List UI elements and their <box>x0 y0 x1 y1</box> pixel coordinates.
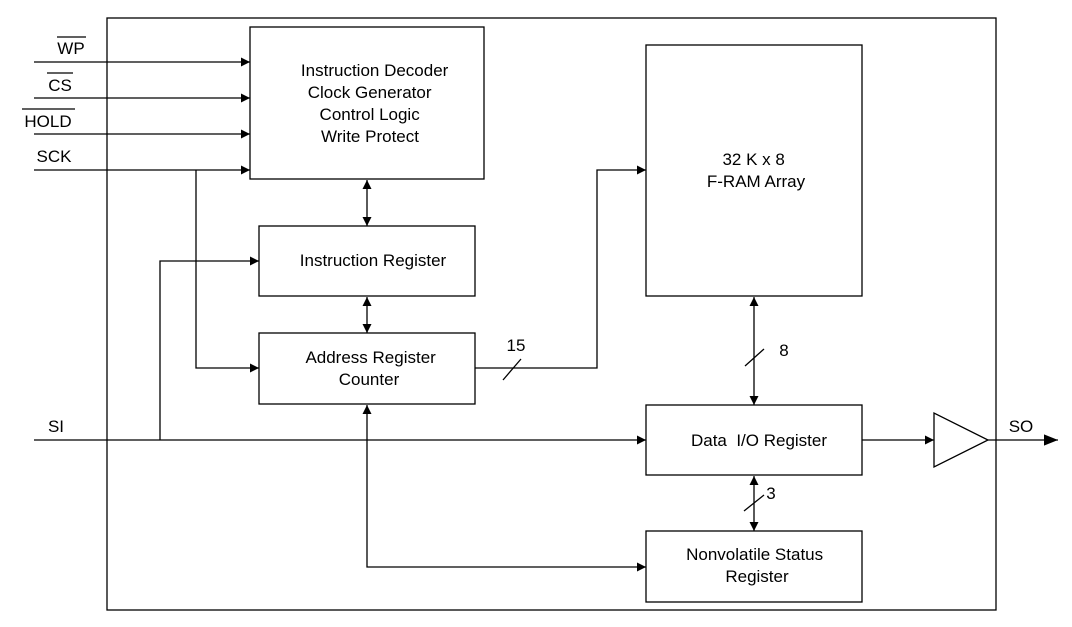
data-bus-tick <box>744 348 765 367</box>
hold-pin-label: HOLD <box>24 112 71 131</box>
address-register-block <box>258 332 476 405</box>
data-io-register-block <box>645 404 863 476</box>
si-to-instruction-line <box>159 256 259 440</box>
wp-pin-label: WP <box>57 39 84 58</box>
status-bus-tick <box>743 494 765 512</box>
address-bus-tick <box>502 358 522 381</box>
instruction-register-block <box>258 225 476 297</box>
so-pin-label: SO <box>1009 417 1034 436</box>
output-buffer-triangle <box>933 411 990 469</box>
fram-array-label: 32 K x 8 F-RAM Array <box>707 150 806 191</box>
data-bus-width-label: 8 <box>779 341 788 360</box>
chip-outline <box>106 17 997 611</box>
control-logic-label: Instruction Decoder Clock Generator Cont… <box>301 61 453 146</box>
data-io-register-label: Data I/O Register <box>691 431 827 450</box>
address-bus-width-label: 15 <box>507 336 526 355</box>
si-pin-label: SI <box>48 417 64 436</box>
fram-array-block <box>645 44 863 297</box>
address-bus-line <box>475 165 646 369</box>
instruction-register-label: Instruction Register <box>300 251 447 270</box>
address-register-label: Address Register Counter <box>305 348 440 389</box>
address-status-link <box>362 405 646 572</box>
status-register-label: Nonvolatile Status Register <box>686 545 828 586</box>
sck-pin-label: SCK <box>37 147 73 166</box>
cs-pin-label: CS <box>48 76 72 95</box>
control-logic-block <box>249 26 485 180</box>
status-bus-width-label: 3 <box>766 484 775 503</box>
sck-to-address-line <box>195 170 259 373</box>
